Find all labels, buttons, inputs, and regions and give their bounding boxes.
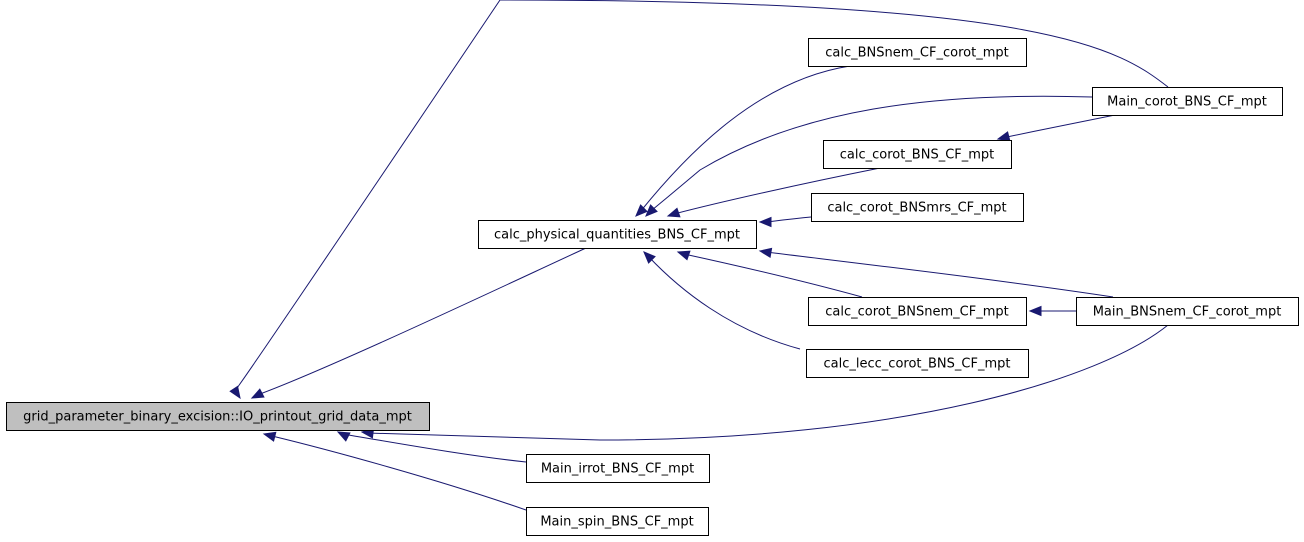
edge-line — [341, 433, 527, 463]
edge-calc_corot_bnsnem-to-calc_phys — [676, 250, 863, 298]
edge-calc_phys-to-root — [250, 247, 587, 399]
node-label: calc_BNSnem_CF_corot_mpt — [825, 46, 1008, 61]
node-box — [806, 349, 1029, 378]
edge-calc_corot_bnsmrs-to-calc_phys — [758, 216, 812, 228]
node-label: calc_physical_quantities_BNS_CF_mpt — [494, 228, 740, 243]
arrowhead-icon — [666, 207, 681, 218]
edge-line — [370, 324, 1169, 441]
node-label: grid_parameter_binary_excision::IO_print… — [23, 410, 412, 425]
node-calc_phys[interactable]: calc_physical_quantities_BNS_CF_mpt — [478, 220, 757, 249]
edge-line — [683, 253, 863, 298]
node-box — [1076, 297, 1299, 326]
edge-main_corot-to-calc_corot_bns — [996, 114, 1116, 142]
node-box — [6, 402, 430, 431]
arrowhead-icon — [758, 216, 772, 228]
edge-main_irrot-to-root — [336, 431, 527, 463]
node-box — [811, 193, 1024, 222]
edge-line — [765, 216, 812, 223]
arrowhead-icon — [229, 385, 241, 400]
nodes-layer: grid_parameter_binary_excision::IO_print… — [6, 38, 1299, 536]
edge-calc_corot_bns-to-calc_phys — [666, 167, 881, 218]
arrowhead-icon — [635, 204, 648, 217]
node-calc_lecc[interactable]: calc_lecc_corot_BNS_CF_mpt — [806, 349, 1029, 378]
node-label: calc_corot_BNSmrs_CF_mpt — [827, 201, 1006, 216]
edge-calc_lecc-to-calc_phys — [643, 251, 801, 350]
node-box — [808, 38, 1027, 67]
edges-layer — [229, 0, 1169, 511]
node-label: Main_corot_BNS_CF_mpt — [1107, 95, 1267, 110]
edge-calc_bnsnem_corot-to-calc_phys — [635, 65, 851, 217]
arrowhead-icon — [996, 131, 1011, 142]
edge-line — [639, 65, 851, 213]
edge-line — [765, 251, 1114, 298]
edge-main_bnsnem-to-calc_corot_bnsnem — [1028, 305, 1076, 317]
arrowhead-icon — [758, 247, 773, 259]
node-box — [478, 220, 757, 249]
edge-line — [1001, 114, 1116, 139]
node-label: Main_spin_BNS_CF_mpt — [540, 515, 693, 530]
node-main_bnsnem[interactable]: Main_BNSnem_CF_corot_mpt — [1076, 297, 1299, 326]
edge-line — [259, 247, 587, 395]
node-box — [808, 297, 1027, 326]
node-label: calc_lecc_corot_BNS_CF_mpt — [824, 357, 1011, 372]
edge-main_spin-to-root — [262, 431, 527, 511]
node-main_spin[interactable]: Main_spin_BNS_CF_mpt — [526, 507, 709, 536]
edge-main_corot-to-calc_phys — [645, 95, 1093, 217]
edge-line — [673, 167, 881, 215]
node-main_corot[interactable]: Main_corot_BNS_CF_mpt — [1092, 87, 1283, 116]
edge-line — [647, 255, 801, 350]
node-calc_corot_bnsnem[interactable]: calc_corot_BNSnem_CF_mpt — [808, 297, 1027, 326]
edge-line — [651, 95, 1093, 211]
node-box — [823, 140, 1012, 169]
edge-main_bnsnem-to-calc_phys — [758, 247, 1114, 298]
node-label: Main_irrot_BNS_CF_mpt — [541, 462, 694, 477]
node-box — [526, 507, 709, 536]
arrowhead-icon — [250, 388, 265, 399]
edge-main_bnsnem-to-root — [360, 324, 1169, 441]
node-calc_corot_bnsmrs[interactable]: calc_corot_BNSmrs_CF_mpt — [811, 193, 1024, 222]
node-label: calc_corot_BNSnem_CF_mpt — [825, 305, 1008, 320]
node-box — [526, 454, 710, 483]
edge-line — [234, 0, 1169, 392]
node-calc_bnsnem_corot[interactable]: calc_BNSnem_CF_corot_mpt — [808, 38, 1027, 67]
arrowhead-icon — [336, 431, 351, 442]
arrowhead-icon — [676, 250, 691, 261]
arrowhead-icon — [645, 204, 658, 217]
node-label: Main_BNSnem_CF_corot_mpt — [1093, 305, 1282, 320]
arrowhead-icon — [262, 431, 277, 442]
node-calc_corot_bns[interactable]: calc_corot_BNS_CF_mpt — [823, 140, 1012, 169]
node-label: calc_corot_BNS_CF_mpt — [840, 148, 995, 163]
edge-main_corot-to-root — [229, 0, 1169, 400]
arrowhead-icon — [643, 251, 656, 264]
node-box — [1092, 87, 1283, 116]
arrowhead-icon — [1028, 305, 1042, 317]
node-root[interactable]: grid_parameter_binary_excision::IO_print… — [6, 402, 430, 431]
edge-line — [271, 435, 527, 511]
node-main_irrot[interactable]: Main_irrot_BNS_CF_mpt — [526, 454, 710, 483]
